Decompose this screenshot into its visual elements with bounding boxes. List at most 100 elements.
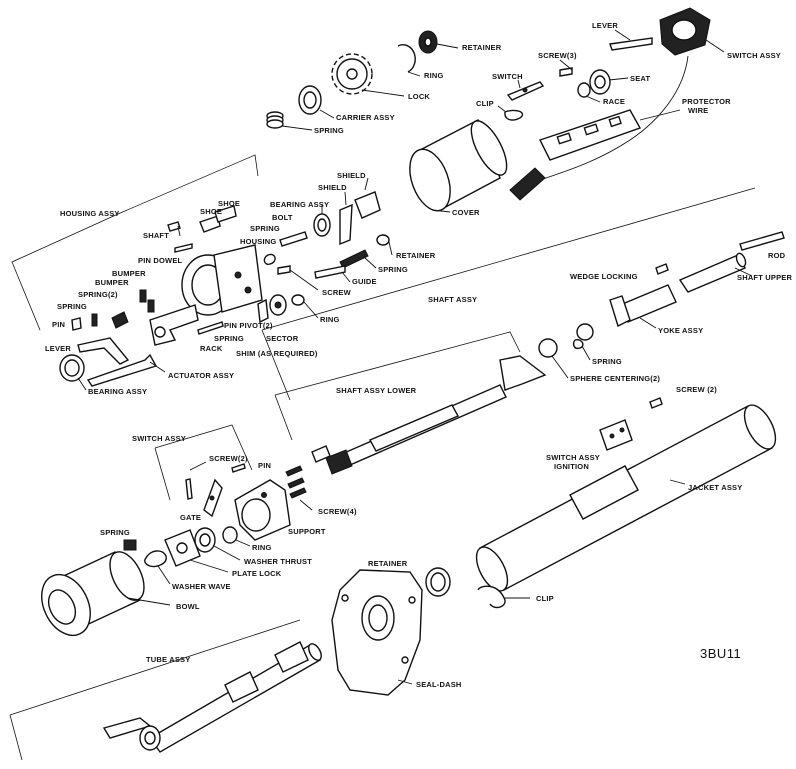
label-spring-housing: SPRING — [250, 224, 280, 233]
actuator-assy-part — [86, 353, 166, 387]
label-bearing-assy-left: BEARING ASSY — [88, 387, 147, 396]
label-shaft-assy-lower: SHAFT ASSY LOWER — [336, 386, 417, 395]
shaft-assy-bracket — [261, 187, 756, 401]
screw2-left-part — [185, 461, 207, 500]
ring-low-part — [222, 526, 251, 547]
label-rack: RACK — [200, 344, 223, 353]
label-clip-top: CLIP — [476, 99, 494, 108]
label-actuator-assy: ACTUATOR ASSY — [168, 371, 234, 380]
label-sector: SECTOR — [266, 334, 299, 343]
label-bolt: BOLT — [272, 213, 293, 222]
bolt-part — [279, 231, 308, 247]
label-retainer-low: RETAINER — [368, 559, 408, 568]
gate-part — [203, 478, 223, 518]
retainer-low-part — [425, 567, 451, 597]
label-plate-lock: PLATE LOCK — [232, 569, 282, 578]
label-screw2-left: SCREW(2) — [209, 454, 248, 463]
screw-mid-part — [277, 265, 319, 291]
housing-assy-bracket — [11, 154, 259, 331]
carrier-assy-part — [298, 85, 335, 119]
spring-left-part — [91, 313, 98, 327]
label-shoe-1: SHOE — [218, 199, 240, 208]
washer-wave-part — [144, 550, 171, 585]
label-seat: SEAT — [630, 74, 650, 83]
label-guide: GUIDE — [352, 277, 377, 286]
jacket-assy-part — [475, 404, 777, 592]
label-rod: ROD — [768, 251, 786, 260]
label-washer-wave: WASHER WAVE — [172, 582, 231, 591]
label-spring-sphere: SPRING — [592, 357, 622, 366]
label-spring-left: SPRING — [57, 302, 87, 311]
shaft-upper-part — [678, 252, 753, 293]
label-bowl: BOWL — [176, 602, 200, 611]
spring-low-part — [123, 539, 137, 551]
shaft-lower-bracket — [274, 331, 521, 441]
label-ring-top: RING — [424, 71, 444, 80]
label-spring-top: SPRING — [314, 126, 344, 135]
label-pin-switch: PIN — [258, 461, 271, 470]
retainer-top-part — [418, 30, 459, 54]
pin-dowel-part — [174, 243, 193, 253]
label-wedge-locking: WEDGE LOCKING — [570, 272, 638, 281]
ring-top-part — [397, 44, 421, 77]
label-shim: SHIM (AS REQUIRED) — [236, 349, 318, 358]
bowl-part — [41, 551, 171, 637]
clip-low-part — [477, 585, 530, 609]
label-spring-mid: SPRING — [378, 265, 408, 274]
lever-left-part — [77, 337, 130, 365]
label-screw2-right: SCREW (2) — [676, 385, 717, 394]
label-ring-low: RING — [252, 543, 272, 552]
lock-gear-part — [331, 53, 405, 97]
shield-parts — [339, 177, 381, 246]
label-spring-rack: SPRING — [214, 334, 244, 343]
pin-pivot-part — [197, 321, 224, 335]
label-lever-left: LEVER — [45, 344, 71, 353]
retainer-mid-part — [376, 234, 393, 256]
bearing-assy-left-part — [59, 354, 87, 391]
figure-code: 3BU11 — [700, 646, 741, 661]
pin-part — [71, 317, 82, 331]
label-shield-1: SHIELD — [337, 171, 366, 180]
label-shaft-small: SHAFT — [143, 231, 169, 240]
cover-part — [409, 119, 508, 213]
wedge-locking-part — [655, 263, 669, 275]
switch-assy-top-part — [539, 7, 725, 181]
label-pin-dowel: PIN DOWEL — [138, 256, 183, 265]
label-clip-low: CLIP — [536, 594, 554, 603]
yoke-assy-part — [609, 284, 677, 329]
label-pin: PIN — [52, 320, 65, 329]
washer-thrust-part — [194, 527, 241, 561]
label-housing-assy: HOUSING ASSY — [60, 209, 120, 218]
ring-mid-part — [291, 294, 319, 319]
label-shaft-upper: SHAFT UPPER — [737, 273, 793, 282]
support-part — [234, 479, 291, 541]
shoe-parts — [199, 205, 237, 233]
label-support: SUPPORT — [288, 527, 326, 536]
lever-top-part — [609, 29, 653, 51]
housing-part — [181, 244, 263, 316]
spring-housing-part — [263, 253, 276, 266]
label-yoke-assy: YOKE ASSY — [658, 326, 703, 335]
label-cover: COVER — [452, 208, 480, 217]
label-sphere-centering: SPHERE CENTERING(2) — [570, 374, 660, 383]
label-bearing-assy-top: BEARING ASSY — [270, 200, 329, 209]
label-switch-assy-left: SWITCH ASSY — [132, 434, 186, 443]
label-shaft-assy: SHAFT ASSY — [428, 295, 477, 304]
label-retainer-top: RETAINER — [462, 43, 502, 52]
switch-small-part — [506, 79, 545, 101]
label-gate: GATE — [180, 513, 201, 522]
label-jacket-assy: JACKET ASSY — [688, 483, 742, 492]
shaft-small-part — [167, 221, 181, 237]
label-spring2: SPRING(2) — [78, 290, 118, 299]
labels: RETAINER RING LOCK CARRIER ASSY SPRING L… — [45, 21, 793, 689]
label-race: RACE — [603, 97, 625, 106]
label-retainer-mid: RETAINER — [396, 251, 436, 260]
label-carrier-assy: CARRIER ASSY — [336, 113, 395, 122]
bearing-assy-top-part — [313, 205, 331, 237]
rack-part — [149, 304, 199, 346]
label-ring-mid: RING — [320, 315, 340, 324]
seat-race-part — [577, 69, 629, 103]
label-switch: SWITCH — [492, 72, 523, 81]
